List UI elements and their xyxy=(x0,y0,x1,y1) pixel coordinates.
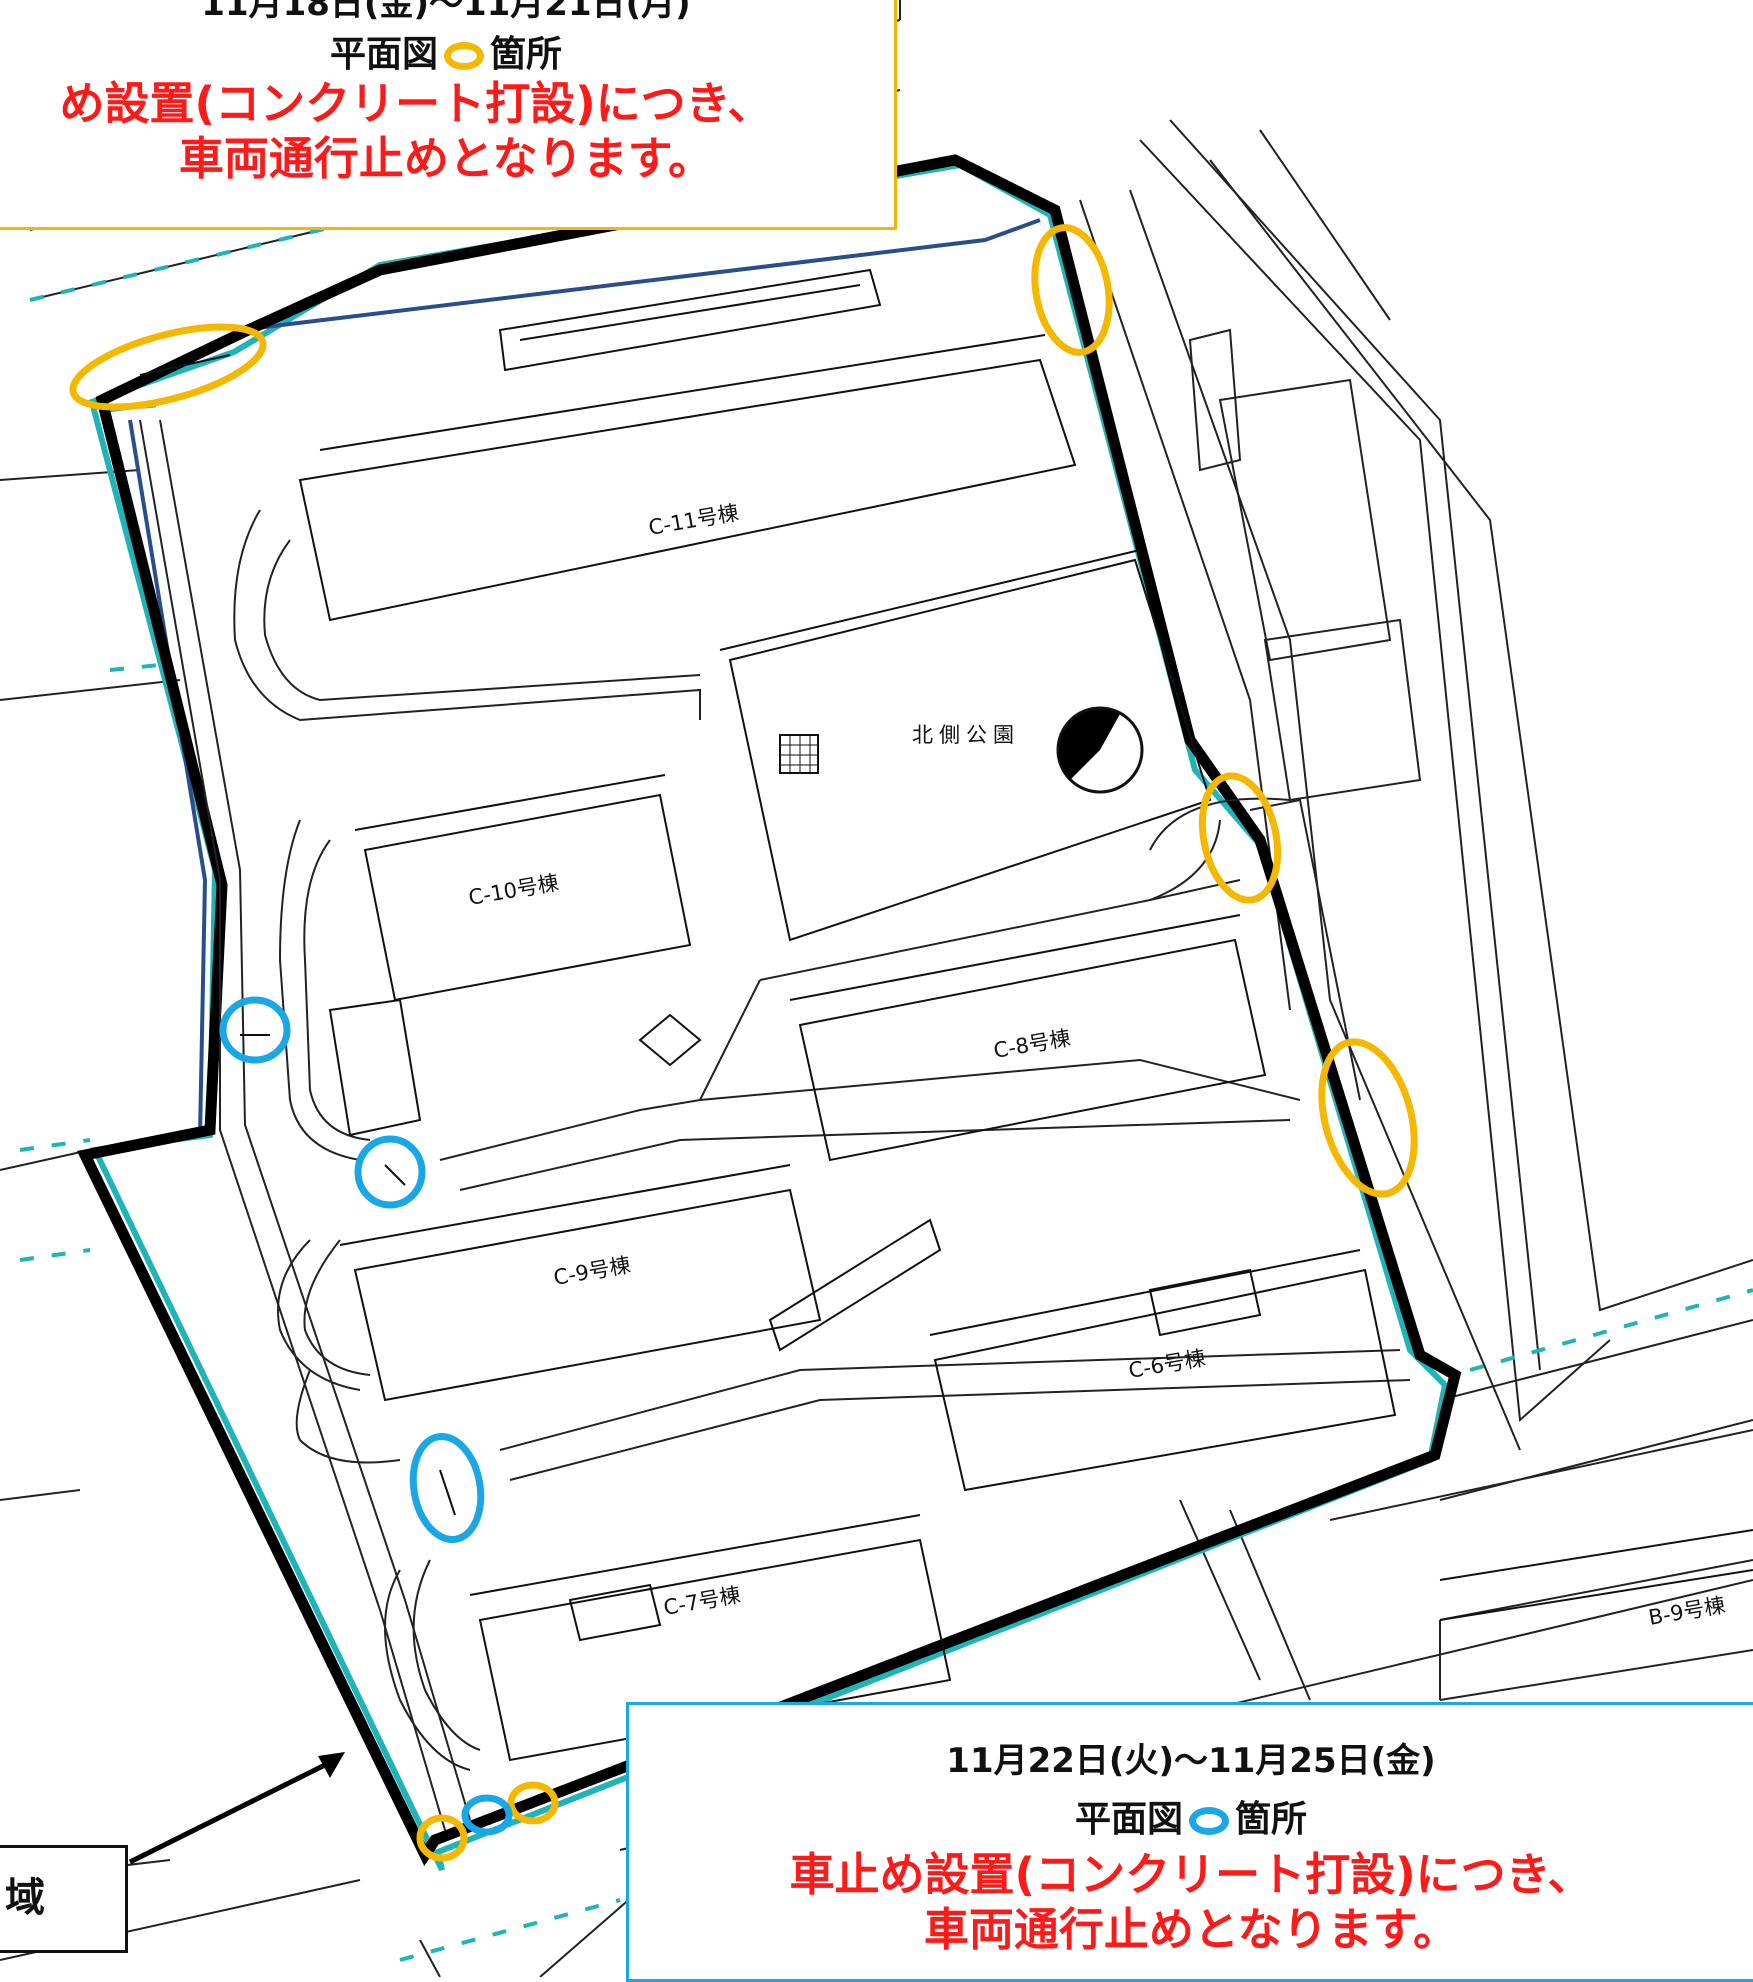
yellow-marker xyxy=(1318,1038,1418,1198)
site-boundary-cyan xyxy=(88,161,1449,1872)
building-label-c8: C-8号棟 xyxy=(992,1026,1073,1063)
building-label-b9: B-9号棟 xyxy=(1647,1593,1727,1630)
building-footprints xyxy=(298,268,1753,1762)
yellow-marker xyxy=(1198,772,1282,904)
blue-ring-icon xyxy=(1189,1807,1229,1835)
notice-top-plan-prefix: 平面図 xyxy=(329,34,438,75)
road-markings xyxy=(19,88,1753,1962)
area-legend-box: 域 xyxy=(0,1845,128,1953)
internal-roads xyxy=(139,419,1411,1831)
notice-bottom: 11月22日(火)～11月25日(金) 平面図 箇所 車止め設置(コンクリート打設… xyxy=(626,1702,1753,1982)
pointer-arrow xyxy=(128,1752,345,1865)
notice-top-line1: め設置(コンクリート打設)につき、 xyxy=(59,77,773,130)
park-playground xyxy=(779,706,1144,794)
building-labels: C-11号棟 C-10号棟 C-9号棟 C-8号棟 C-7号棟 C-6号棟 B-… xyxy=(467,500,1727,1629)
yellow-marker xyxy=(69,323,267,411)
building-label-c10: C-10号棟 xyxy=(467,870,561,909)
blue-marker xyxy=(461,1794,513,1836)
yellow-markers xyxy=(69,224,1418,1862)
notice-bottom-date: 11月22日(火)～11月25日(金) xyxy=(946,1741,1436,1781)
park-label: 北側公園 xyxy=(912,723,1020,747)
blue-marker xyxy=(354,1135,426,1209)
notice-bottom-plan-suffix: 箇所 xyxy=(1235,1799,1308,1840)
notice-top-plan-suffix: 箇所 xyxy=(490,34,563,75)
yellow-marker xyxy=(1031,224,1113,356)
notice-bottom-line2: 車両通行止めとなります。 xyxy=(923,1902,1459,1956)
notice-top-line2: 車両通行止めとなります。 xyxy=(178,131,714,185)
barrier-lines xyxy=(139,254,1081,1516)
blue-markers xyxy=(219,996,513,1836)
area-legend-text: 域 xyxy=(5,1875,45,1921)
yellow-marker xyxy=(416,1814,468,1862)
notice-bottom-line1: 車止め設置(コンクリート打設)につき、 xyxy=(789,1848,1593,1901)
building-label-c6: C-6号棟 xyxy=(1127,1346,1208,1383)
yellow-marker xyxy=(507,1781,559,1825)
building-label-c9: C-9号棟 xyxy=(552,1253,633,1290)
notice-bottom-plan: 平面図 箇所 xyxy=(629,1790,1753,1842)
notice-top-date: 11月18日(金)～11月21日(月) xyxy=(201,0,691,24)
blue-marker xyxy=(219,996,291,1064)
notice-bottom-plan-prefix: 平面図 xyxy=(1074,1799,1183,1840)
building-label-c11: C-11号棟 xyxy=(647,500,741,539)
building-label-c7: C-7号棟 xyxy=(662,1583,743,1620)
blue-marker xyxy=(409,1432,485,1544)
notice-top: 11月18日(金)～11月21日(月) 平面図 箇所 め設置(コンクリート打設)に… xyxy=(0,0,897,230)
yellow-ring-icon xyxy=(444,42,484,70)
notice-top-plan: 平面図 箇所 xyxy=(0,25,894,77)
